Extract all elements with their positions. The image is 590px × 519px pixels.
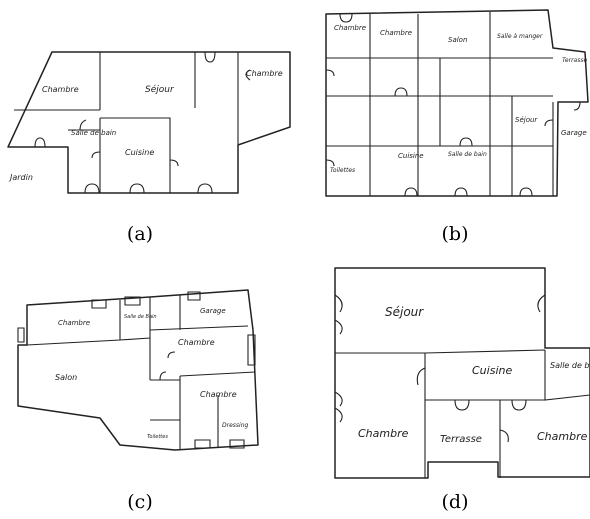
panel-b-room-2: Chambre bbox=[380, 29, 412, 37]
panel-b-outline bbox=[325, 9, 589, 197]
panel-c-walls bbox=[26, 295, 256, 450]
panel-c-room-4: Chambre bbox=[178, 338, 215, 347]
panel-b-caption: (b) bbox=[442, 223, 469, 245]
panel-d-doors bbox=[334, 294, 546, 443]
panel-c: Chambre Salle de Bain Garage Chambre Sal… bbox=[17, 289, 259, 513]
panel-d-room-6: Chambre bbox=[537, 430, 588, 443]
panel-a-caption: (a) bbox=[127, 223, 153, 245]
panel-b-doors bbox=[325, 13, 581, 197]
panel-b-room-5: Terrasse bbox=[562, 57, 587, 64]
panel-c-room-8: Dressing bbox=[222, 422, 249, 429]
panel-a: Chambre Séjour Chambre Salle de bain Cui… bbox=[7, 51, 291, 245]
panel-a-room-2: Séjour bbox=[145, 84, 175, 95]
panel-d-room-1: Séjour bbox=[385, 305, 424, 319]
panel-a-room-1: Chambre bbox=[42, 85, 79, 94]
panel-c-outline bbox=[17, 289, 259, 451]
panel-a-room-6: Jardin bbox=[8, 173, 33, 182]
panel-c-caption: (c) bbox=[127, 491, 152, 513]
panel-c-doors bbox=[17, 291, 256, 449]
panel-a-room-3: Chambre bbox=[246, 69, 283, 78]
panel-d-room-5: Terrasse bbox=[440, 434, 482, 445]
panel-b-room-7: Garage bbox=[561, 129, 587, 137]
panel-d-room-4: Chambre bbox=[358, 427, 409, 440]
panel-b-room-6: Séjour bbox=[515, 116, 538, 124]
panel-c-room-6: Chambre bbox=[200, 390, 237, 399]
panel-b-walls bbox=[326, 12, 554, 196]
panel-a-walls bbox=[14, 52, 239, 193]
panel-a-room-5: Cuisine bbox=[125, 148, 154, 157]
panel-d-caption: (d) bbox=[442, 491, 469, 513]
panel-b-room-1: Chambre bbox=[334, 24, 366, 32]
panel-a-room-4: Salle de bain bbox=[71, 129, 116, 137]
panel-b-room-10: Toilettes bbox=[330, 167, 355, 174]
panel-d-walls bbox=[335, 349, 590, 478]
panel-a-doors bbox=[34, 51, 251, 194]
panel-d: Séjour Cuisine Salle de bains Chambre Te… bbox=[334, 267, 590, 513]
panel-c-room-7: Toilettes bbox=[147, 434, 168, 440]
panel-d-room-2: Cuisine bbox=[472, 364, 512, 377]
panel-c-room-1: Chambre bbox=[58, 319, 90, 327]
panel-b-room-8: Cuisine bbox=[398, 152, 424, 160]
panel-b-room-3: Salon bbox=[448, 36, 467, 44]
panel-b-room-9: Salle de bain bbox=[448, 151, 487, 158]
panel-c-room-3: Garage bbox=[200, 307, 226, 315]
panel-d-room-3: Salle de bains bbox=[550, 361, 590, 370]
panel-c-room-5: Salon bbox=[55, 373, 77, 382]
panel-b: Chambre Chambre Salon Salle à manger Ter… bbox=[325, 9, 589, 245]
panel-b-room-4: Salle à manger bbox=[497, 33, 543, 40]
panel-c-room-2: Salle de Bain bbox=[124, 314, 157, 320]
panel-d-outline bbox=[334, 267, 590, 479]
